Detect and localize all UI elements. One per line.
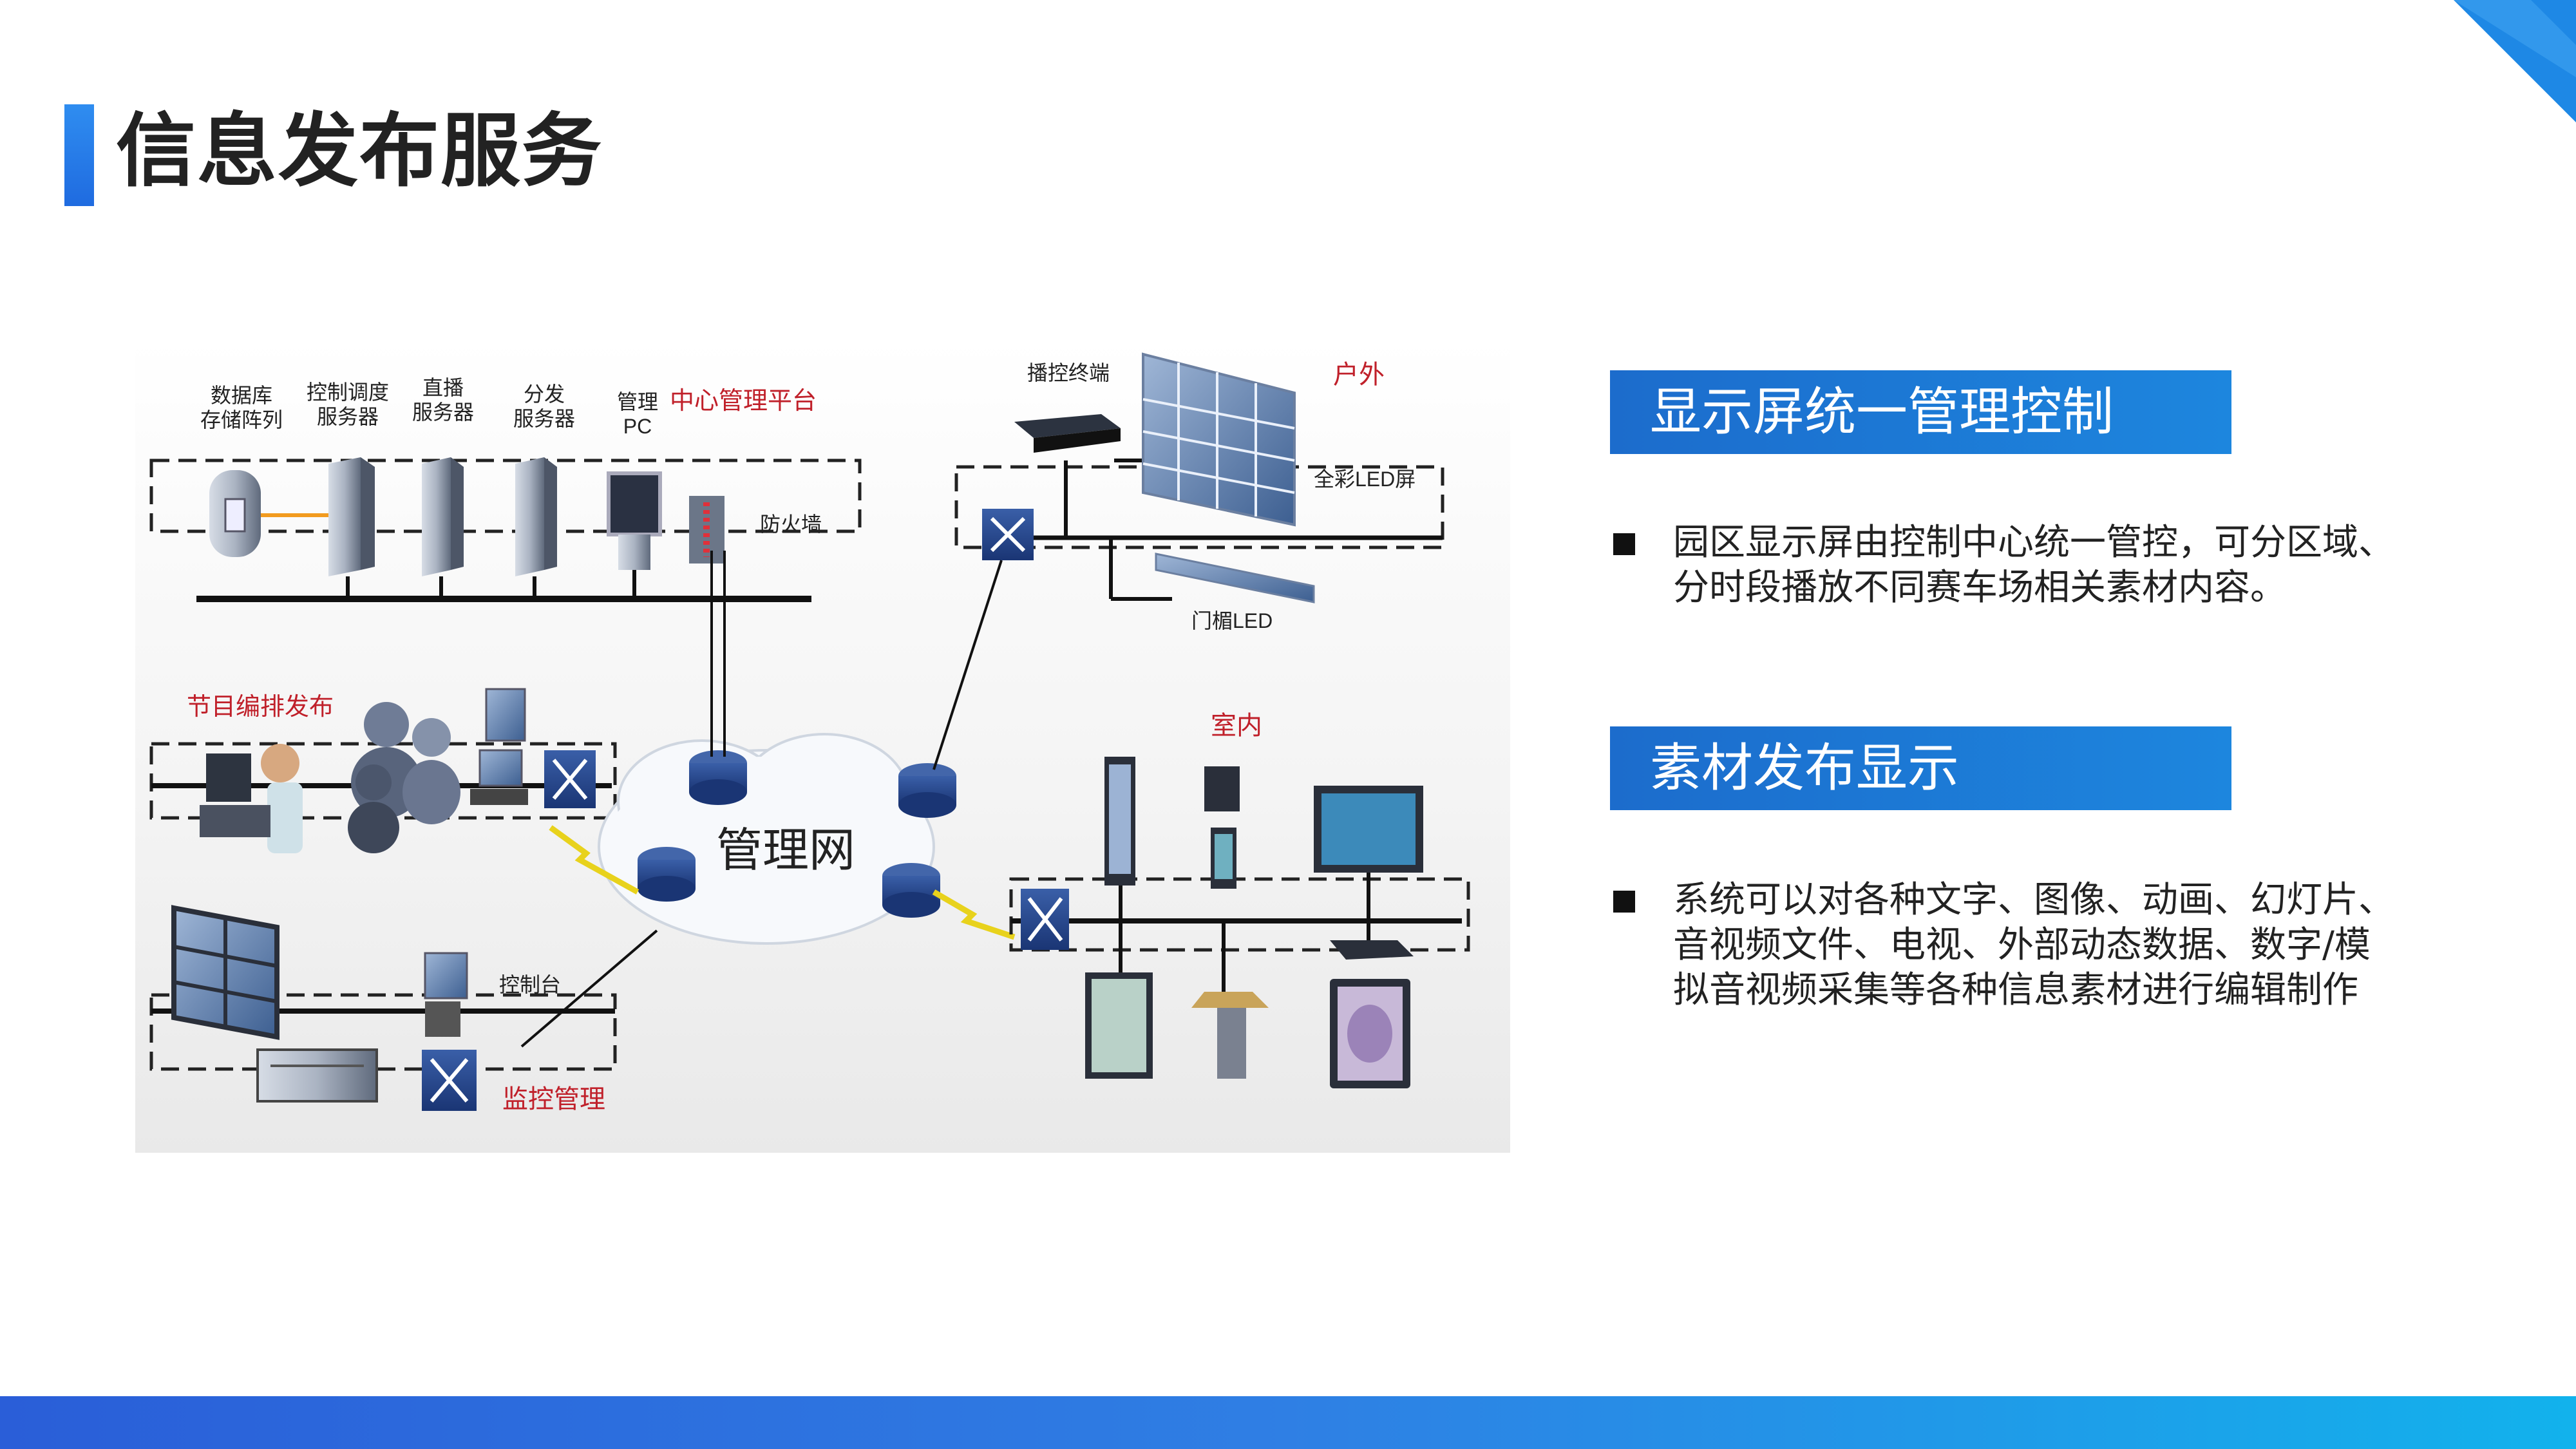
dist-server-label: 分发服务器 [513,383,575,430]
center-platform-label: 中心管理平台 [670,388,817,415]
control-server-label: 控制调度服务器 [307,381,389,428]
monitor-management-label: 监控管理 [502,1085,605,1113]
media-player-icon [1330,921,1414,960]
monitor-switch-icon [422,1050,477,1111]
full-color-led-icon [1142,352,1296,527]
kiosk-screen-icon [1204,766,1240,889]
bullet-icon [1613,533,1635,555]
admin-pc-icon [607,471,662,570]
door-led-label: 门楣LED [1191,609,1273,632]
kiosk-tall-icon [1104,757,1135,921]
router-icon-bottom [882,863,940,918]
live-server-label: 直播服务器 [412,376,474,424]
control-server-icon [328,457,375,576]
nvr-device-icon [256,1048,378,1103]
digital-signage-icon [1085,921,1153,1079]
video-wall-icon [171,905,279,1040]
door-led-icon [1155,553,1315,603]
playback-terminal-icon [1014,414,1121,453]
section-text-display-control: 园区显示屏由控制中心统一管控，可分区域、分时段播放不同赛车场相关素材内容。 [1673,522,2394,609]
db-storage-label: 数据库存储阵列 [200,384,283,431]
live-server-icon [422,457,464,576]
indoor-switch-icon [1021,889,1069,950]
router-icon-top [689,750,747,805]
router-icon-left [638,847,696,902]
section-heading-display-control: 显示屏统一管理控制 [1610,370,2231,454]
operator-icon [200,744,303,853]
corner-decoration [2454,0,2576,122]
router-icon-right [898,763,956,818]
program-publish-label: 节目编排发布 [187,694,334,721]
touch-table-icon [1191,921,1269,1079]
console-label: 控制台 [499,973,561,996]
laptops-icon [470,688,528,805]
indoor-label: 室内 [1211,712,1262,740]
title-accent-bar [64,104,94,206]
console-icon [424,952,468,1037]
page-title: 信息发布服务 [116,105,603,198]
full-color-led-label: 全彩LED屏 [1314,468,1416,491]
playback-terminal-label: 播控终端 [1027,361,1110,384]
section-text-material-publish: 系统可以对各种文字、图像、动画、幻灯片、音视频文件、电视、外部动态数据、数字/模… [1673,879,2394,1011]
section-heading-material-publish: 素材发布显示 [1610,726,2231,810]
management-network-label: 管理网 [716,825,855,876]
db-storage-icon [209,470,261,557]
firewall-label: 防火墙 [760,513,822,536]
firewall-icon [689,496,724,564]
outdoor-switch-icon [982,509,1034,560]
bullet-icon [1613,891,1635,913]
dist-server-icon [515,457,557,576]
users-icon [348,702,460,853]
display-panel-icon [1330,979,1410,1088]
footer-gradient-bar [0,1396,2576,1449]
outdoor-label: 户外 [1333,361,1385,389]
publish-switch-icon [544,750,596,808]
wall-monitor-icon [1314,786,1423,921]
